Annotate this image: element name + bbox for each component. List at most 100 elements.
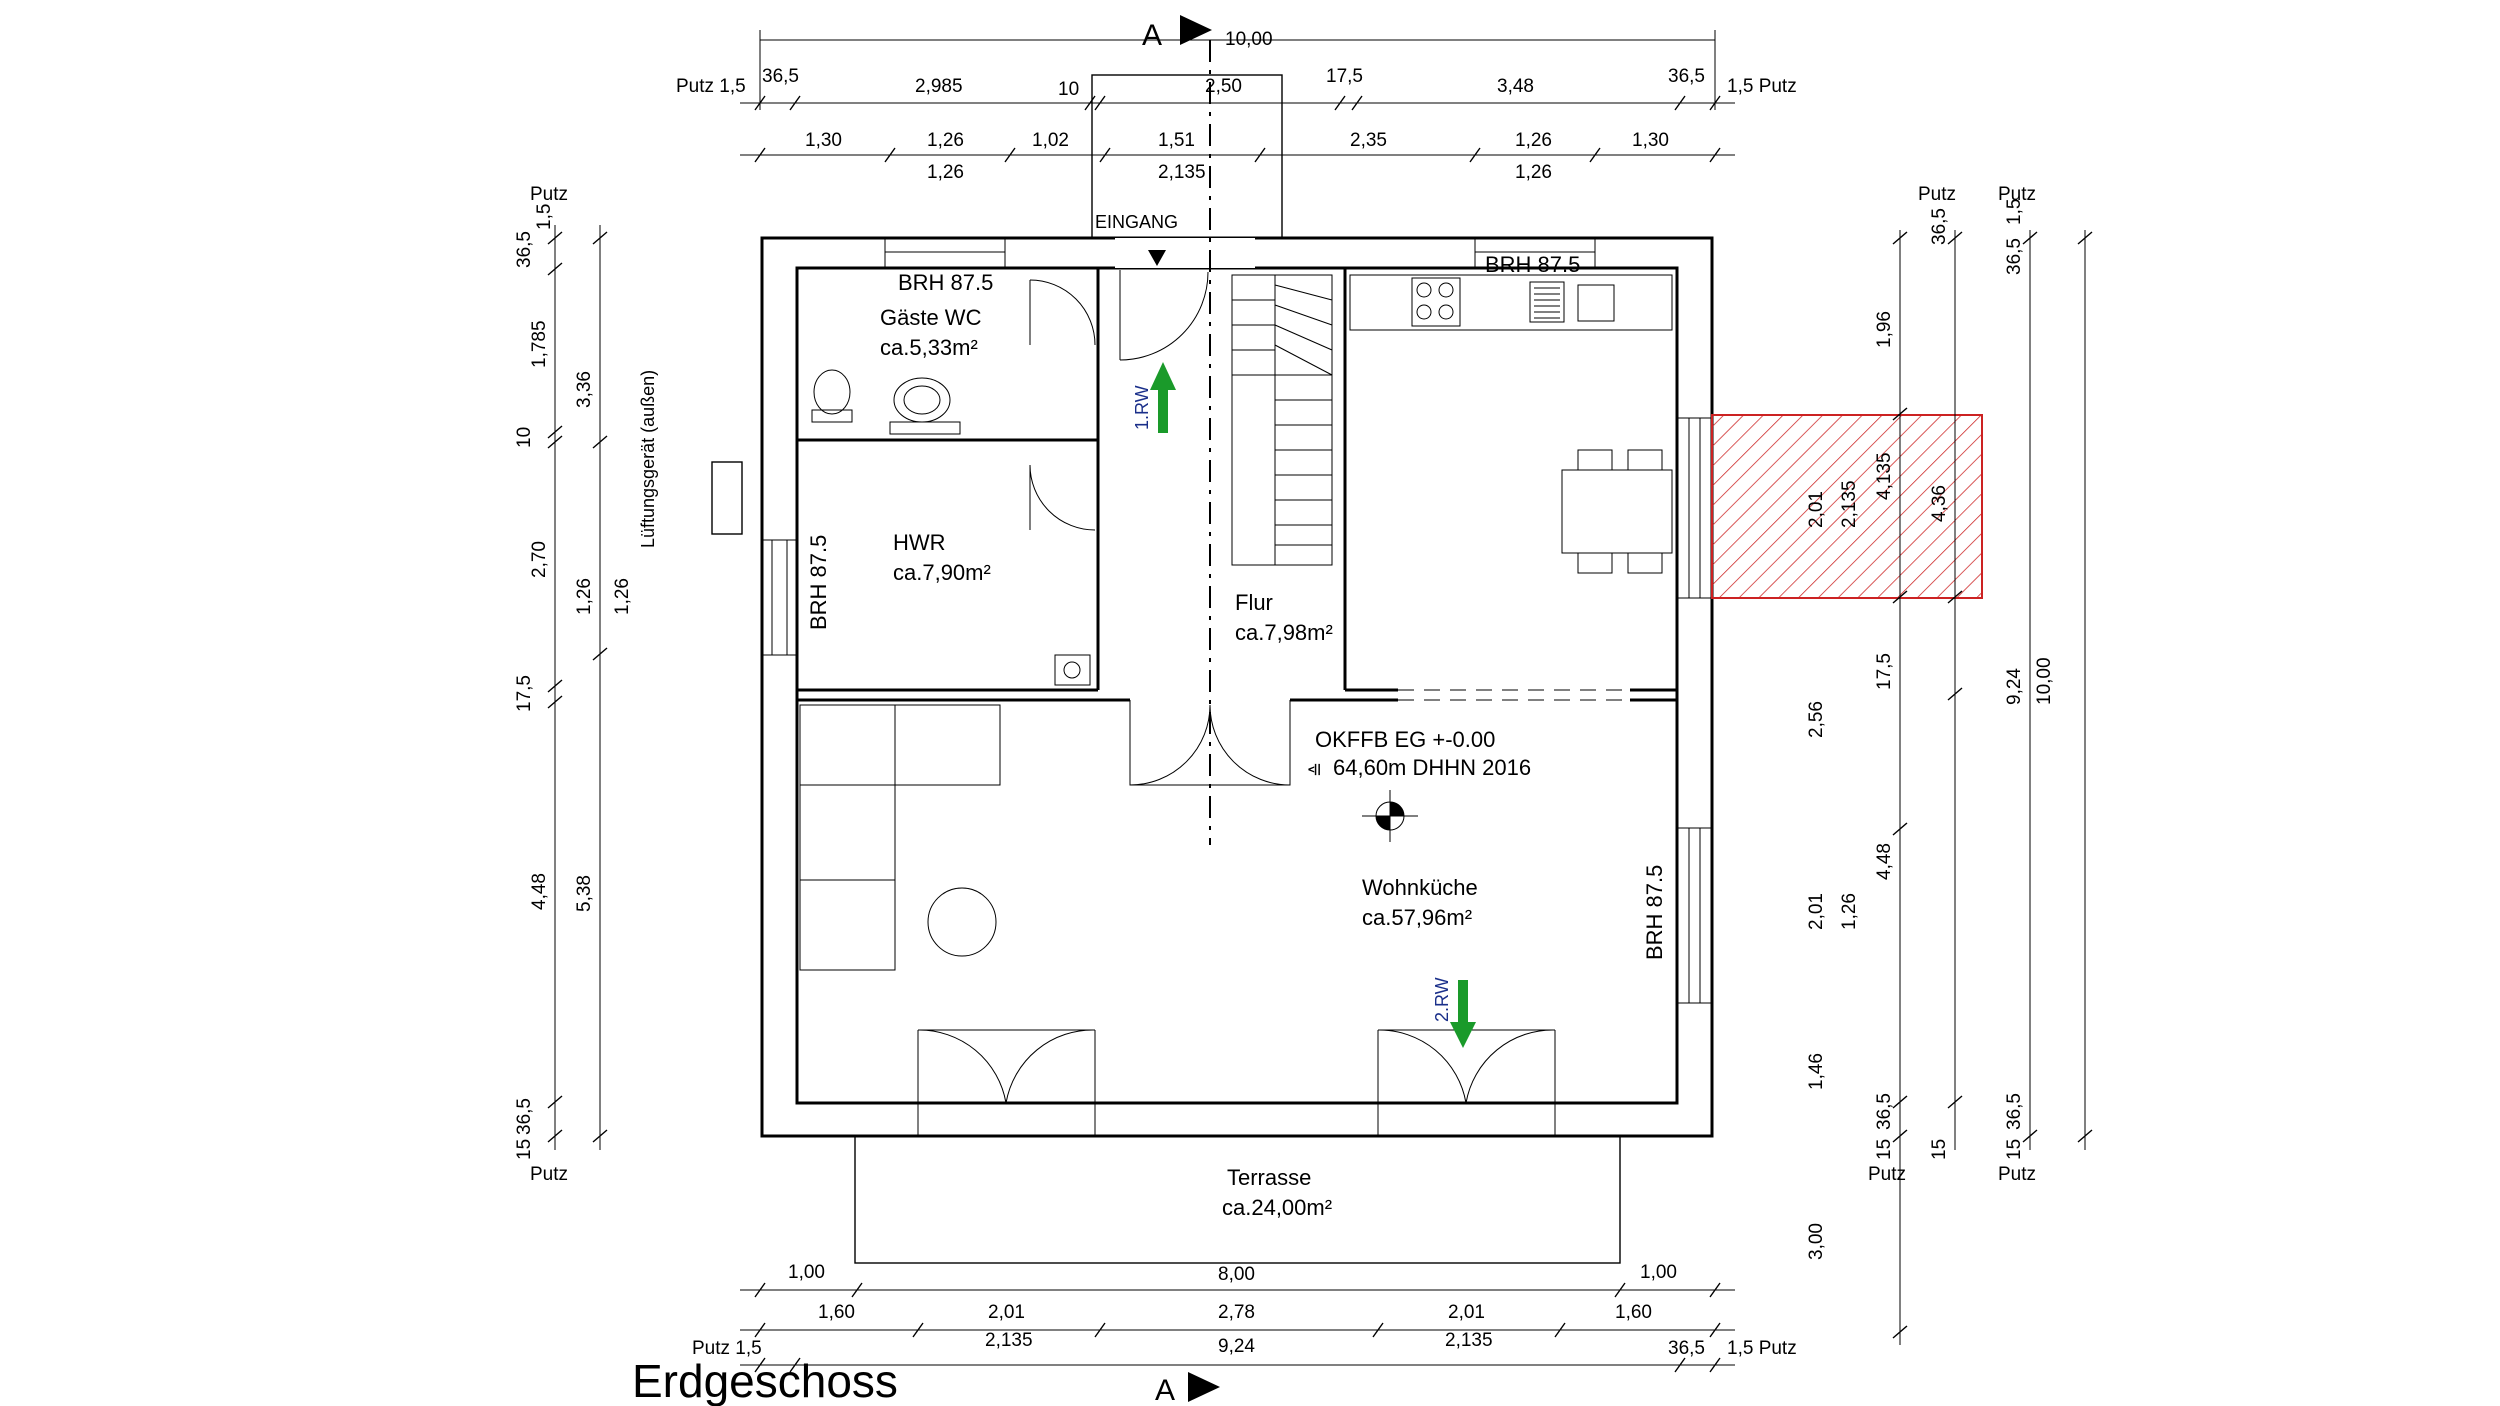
dim-top-r1-7: 36,5 [1668,66,1705,87]
dim-left2-1: 1,26 [574,578,595,615]
dim-r3-1: 4,48 [1874,843,1895,880]
wohnkueche-brh-right: BRH 87.5 [1642,865,1667,960]
dim-bot-r2-4: 1,60 [1615,1302,1652,1323]
dim-r1-2: 2,56 [1806,701,1827,738]
dim-r2-1: 17,5 [1874,653,1895,690]
dim-bot-r2-2: 2,78 [1218,1302,1255,1323]
dim-top-r2-3: 1,51 [1158,130,1195,151]
dim-r4-3: 15 [1929,1139,1950,1160]
hatched-area [1711,414,1983,599]
rw2-arrow [1450,980,1476,1048]
dim-top-r2-2: 1,02 [1032,130,1069,151]
dim-r5-2: 1,5 [2004,199,2025,225]
dim-top-r2-1: 1,26 [927,130,964,151]
dim-r4-1: 36,5 [1929,208,1950,245]
doors [917,270,1556,1137]
dim-bot-r1-1: 8,00 [1218,1264,1255,1285]
dim-top-total: 10,00 [1225,29,1273,50]
dim-left-putz-top: Putz [530,184,568,205]
interior-walls [761,237,1713,1004]
dim-left-putz-bot: Putz [530,1164,568,1185]
furniture [711,274,1673,971]
dim-left-9: 15 [514,1139,535,1160]
dim-r1-5: 15 [1874,1139,1895,1160]
dim-left3-0: 1,26 [612,578,633,615]
dim-r5-5: 36,5 [2004,1093,2025,1130]
dim-r4-2: 4,36 [1929,485,1950,522]
wc-area: ca.5,33m² [880,335,978,360]
terrasse-area: ca.24,00m² [1222,1195,1332,1220]
section-arrow-top [1180,15,1212,45]
dim-r5-1: 36,5 [2004,238,2025,275]
wohnkueche-name: Wohnküche [1362,875,1478,900]
terrace-outline [854,1135,1621,1264]
dim-top-r2-6: 1,30 [1632,130,1669,151]
dim-r1-4: 1,46 [1806,1053,1827,1090]
dim-top-r2-0: 1,30 [805,130,842,151]
dim-top-r1-1: 36,5 [762,66,799,87]
dim-r1-7: 3,00 [1806,1223,1827,1260]
flur-area: ca.7,98m² [1235,620,1333,645]
dim-bot-r3-0: 2,135 [985,1330,1033,1351]
wohnkueche-area: ca.57,96m² [1362,905,1472,930]
dim-left-6: 17,5 [514,675,535,712]
vent-label: Lüftungsgerät (außen) [638,370,658,548]
dim-left-4: 10 [514,427,535,448]
dim-top-r1-4: 2,50 [1205,76,1242,97]
dim-bot-r2-0: 1,60 [818,1302,855,1323]
level-line1: OKFFB EG +-0.00 [1315,727,1495,752]
level-marker [1362,790,1418,842]
dim-bot-r3-1: 9,24 [1218,1336,1255,1357]
hwr-brh-label: BRH 87.5 [806,535,831,630]
dim-r1-3: 2,01 [1806,893,1827,930]
section-arrow-bottom [1188,1372,1220,1402]
dim-r4-4: Putz [1868,1164,1906,1185]
dim-r2-0: 2,135 [1839,480,1860,528]
dim-top-r3-1: 2,135 [1158,162,1206,183]
dim-bot-r1-2: 1,00 [1640,1262,1677,1283]
dim-r4-0: Putz [1918,184,1956,205]
dim-top-r1-6: 3,48 [1497,76,1534,97]
section-marker-top: A [1142,19,1162,52]
dim-bot-r2-1: 2,01 [988,1302,1025,1323]
dim-r5-3: 9,24 [2004,668,2025,705]
dimension-lines [547,30,2093,1373]
dim-r2-2: 1,26 [1839,893,1860,930]
dim-left-1: 36,5 [514,231,535,268]
dim-left2-2: 5,38 [574,875,595,912]
plan-title: Erdgeschoss [632,1355,898,1406]
dim-r1-1: 2,01 [1806,491,1827,528]
dim-r5-0: Putz [1998,184,2036,205]
level-line2: 64,60m DHHN 2016 [1333,755,1531,780]
dim-left-3: 1,785 [529,320,550,368]
dim-top-r1-3: 10 [1058,79,1079,100]
dim-bot-r2-3: 2,01 [1448,1302,1485,1323]
dim-r3-0: 4,135 [1874,452,1895,500]
kitchen-brh-label: BRH 87.5 [1485,252,1580,277]
wc-name: Gäste WC [880,305,982,330]
dim-bot-r3-2: 2,135 [1445,1330,1493,1351]
flur-name: Flur [1235,590,1273,615]
level-prefix: ≙ [1307,762,1327,777]
dim-bot-r4-1: 36,5 [1668,1338,1705,1359]
dim-r1-6: 36,5 [1874,1093,1895,1130]
dim-left-5: 2,70 [529,541,550,578]
hwr-name: HWR [893,530,946,555]
dim-r5-4: 15 [2004,1139,2025,1160]
dim-left-2: 1,5 [534,204,555,230]
dim-bot-r4-0: Putz 1,5 [692,1338,762,1359]
section-marker-bottom: A [1155,1374,1175,1406]
dim-bot-r1-0: 1,00 [788,1262,825,1283]
dim-left-8: 36,5 [514,1098,535,1135]
dim-top-r3-2: 1,26 [1515,162,1552,183]
staircase [1231,274,1333,566]
dim-left-7: 4,48 [529,873,550,910]
dim-left2-0: 3,36 [574,371,595,408]
dim-top-r1-5: 17,5 [1326,66,1363,87]
dim-top-r1-0: Putz 1,5 [676,76,746,97]
wc-brh-label: BRH 87.5 [898,270,993,295]
entrance-marker [1148,250,1166,266]
dim-top-r2-5: 1,26 [1515,130,1552,151]
rw2-label: 2.RW [1432,977,1452,1022]
